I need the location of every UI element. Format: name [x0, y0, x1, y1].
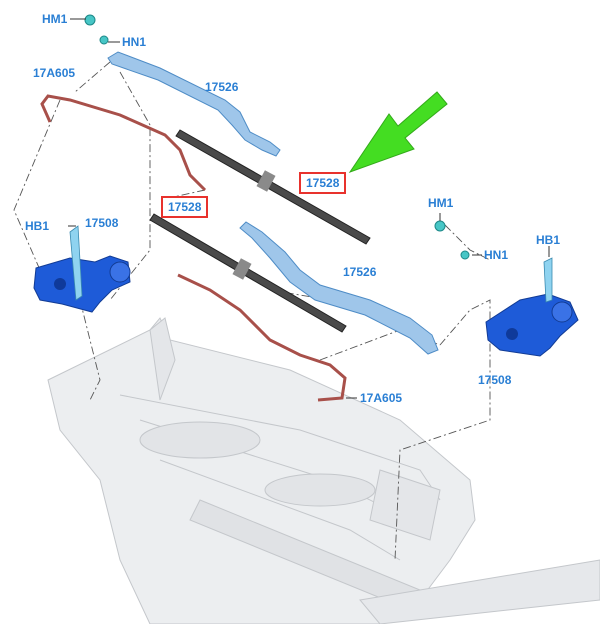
nut-hm1-right: [434, 220, 446, 232]
callout-17528-upper: 17528: [299, 172, 347, 194]
callout-hn1-top: HN1: [122, 35, 147, 49]
cowl-panel: [47, 317, 600, 624]
callout-17526-upper: 17526: [205, 80, 239, 94]
callout-hm1-right: HM1: [428, 196, 454, 210]
blade-clip-upper: [256, 170, 276, 192]
nut-hn1-top: [99, 35, 109, 45]
wiper-blade-upper: [175, 129, 371, 245]
wiper-arm-lower: [239, 221, 439, 355]
wiper-motor-right: [485, 257, 579, 357]
callout-17508-left: 17508: [85, 216, 119, 230]
blade-clip-lower: [232, 258, 252, 280]
callout-17a605-left: 17A605: [33, 66, 76, 80]
green-pointer-arrow-icon: [348, 91, 448, 173]
callout-17526-lower: 17526: [343, 265, 377, 279]
callout-17508-right: 17508: [478, 373, 512, 387]
washer-hose-right: [177, 273, 347, 402]
wiper-blade-lower: [149, 213, 347, 333]
callout-hm1-top: HM1: [42, 12, 68, 26]
washer-hose-left: [40, 94, 207, 192]
callout-17528-lower: 17528: [161, 196, 209, 218]
callout-hb1-right: HB1: [536, 233, 561, 247]
nut-hm1-top: [84, 14, 96, 26]
wiper-motor-left: [33, 225, 131, 313]
nut-hn1-right: [460, 250, 470, 260]
callout-leaders: [68, 18, 550, 399]
callout-17a605-right: 17A605: [360, 391, 403, 405]
callout-hb1-left: HB1: [25, 219, 50, 233]
fasteners: [84, 14, 470, 260]
callout-hn1-right: HN1: [484, 248, 509, 262]
wiper-arm-upper: [107, 51, 281, 157]
